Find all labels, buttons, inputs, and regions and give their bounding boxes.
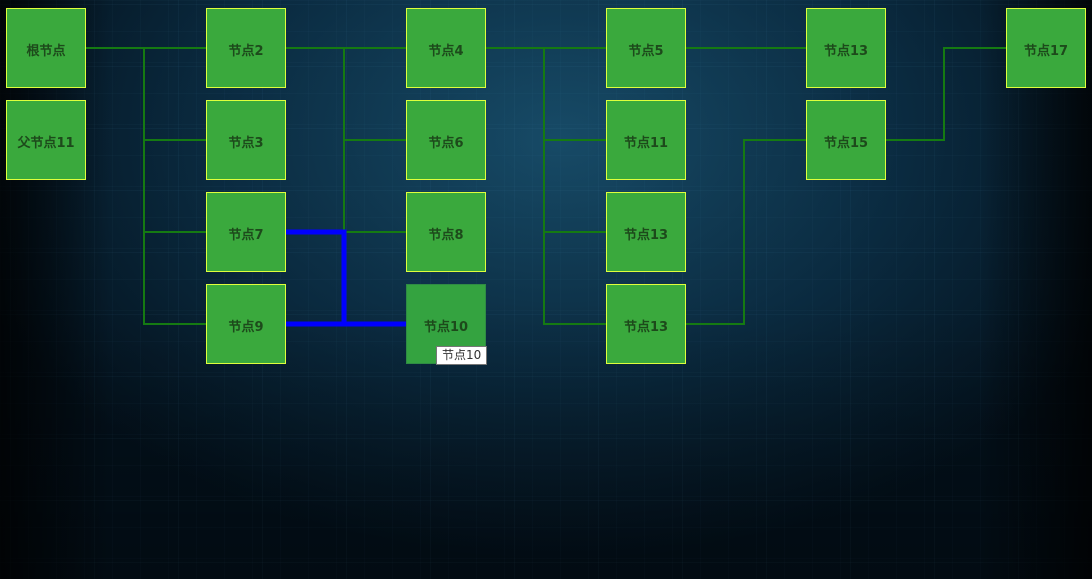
edge-n4-n13c [486,47,606,325]
node-13-top[interactable]: 节点13 [806,8,886,88]
edge-n13c-n15 [686,139,806,325]
node-tooltip: 节点10 [436,346,488,365]
node-3[interactable]: 节点3 [206,100,286,180]
node-13-b[interactable]: 节点13 [606,284,686,364]
node-17[interactable]: 节点17 [1006,8,1086,88]
edge-n7-n10 [286,229,406,327]
node-8[interactable]: 节点8 [406,192,486,272]
node-9[interactable]: 节点9 [206,284,286,364]
node-13-a[interactable]: 节点13 [606,192,686,272]
node-11[interactable]: 节点11 [606,100,686,180]
node-6[interactable]: 节点6 [406,100,486,180]
edge-n15-n17 [886,47,1006,141]
node-4[interactable]: 节点4 [406,8,486,88]
node-5[interactable]: 节点5 [606,8,686,88]
edge-root-n9 [86,47,206,325]
edge-n4-n11 [486,47,606,141]
edge-root-n3 [86,47,206,141]
node-2[interactable]: 节点2 [206,8,286,88]
edge-n2-n8 [286,47,406,233]
node-15[interactable]: 节点15 [806,100,886,180]
node-7[interactable]: 节点7 [206,192,286,272]
edge-n2-n6 [286,47,406,141]
node-parent-11[interactable]: 父节点11 [6,100,86,180]
node-root[interactable]: 根节点 [6,8,86,88]
